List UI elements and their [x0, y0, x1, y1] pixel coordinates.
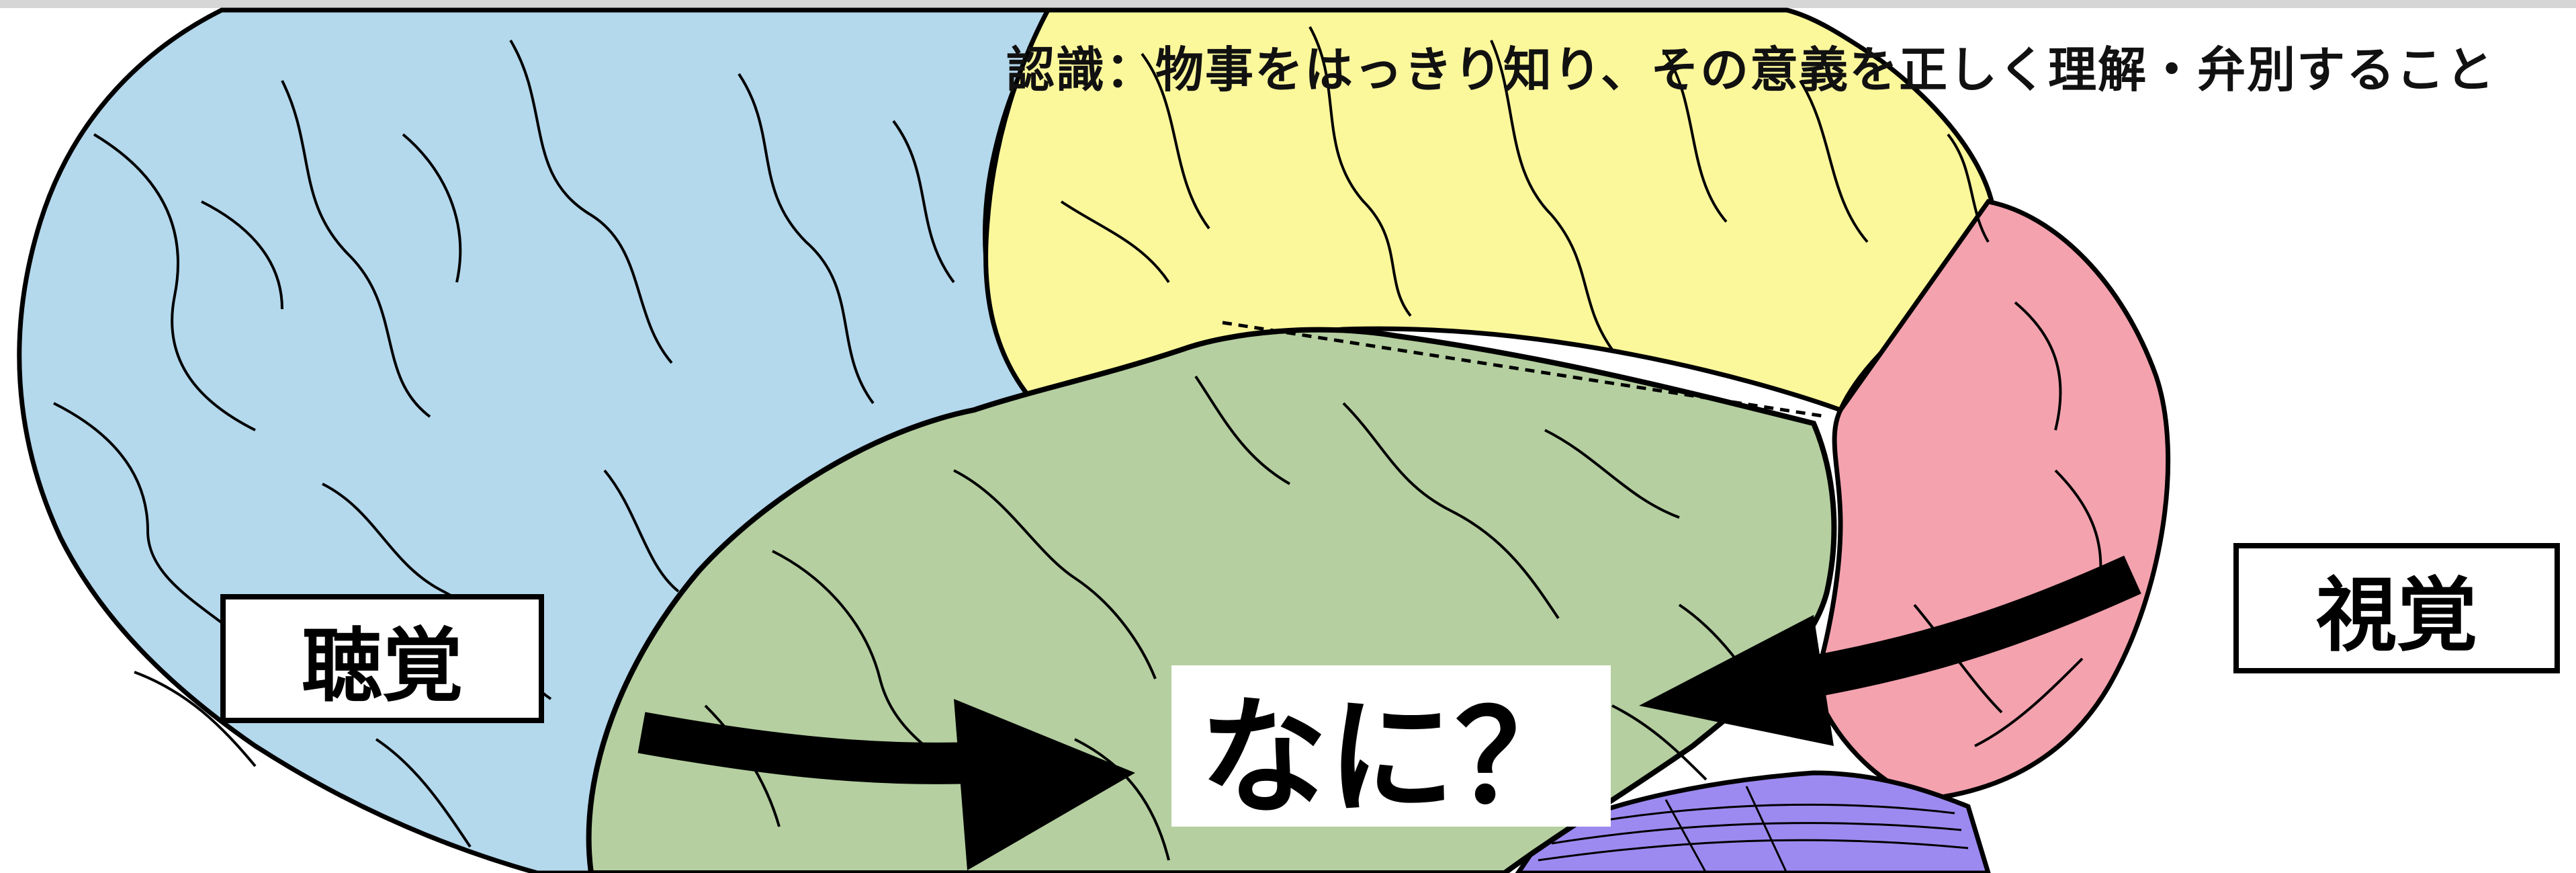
- what-question-label: なに？: [1171, 665, 1611, 832]
- top-strip: [0, 0, 2576, 8]
- recognition-definition-caption: 認識：物事をはっきり知り、その意義を正しく理解・弁別すること: [1006, 42, 2496, 98]
- dashed-boundary: [1222, 321, 1828, 419]
- arrow-left-icon: [1639, 555, 2141, 746]
- arrow-right-icon: [637, 699, 1135, 870]
- vision-label: 視覚: [2233, 543, 2560, 673]
- cerebellum-folds: [1538, 786, 1969, 873]
- hearing-label: 聴覚: [220, 594, 544, 723]
- parietal-lobe: [983, 7, 1998, 413]
- sulci-lines: [53, 26, 2102, 861]
